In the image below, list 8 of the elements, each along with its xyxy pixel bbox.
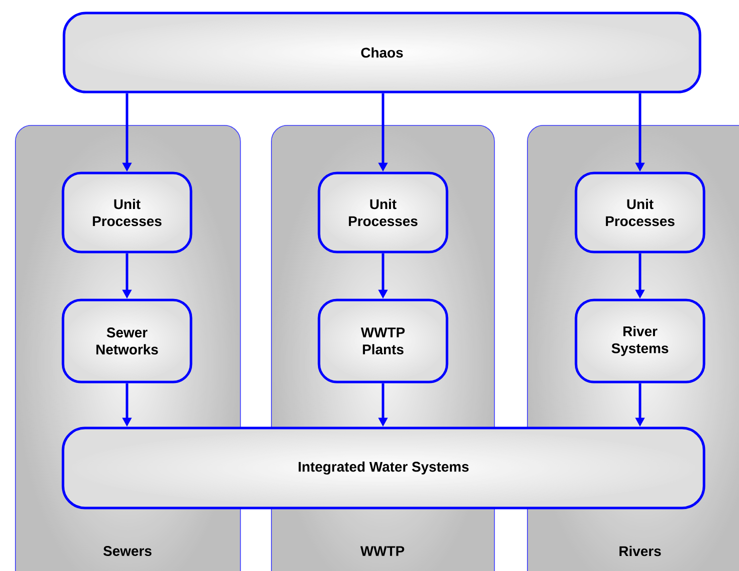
wide-box: Chaos (62, 12, 702, 94)
process-box: River Systems (574, 298, 706, 384)
process-box: WWTP Plants (318, 298, 448, 384)
process-box: Sewer Networks (62, 298, 192, 384)
wide-box: Integrated Water Systems (62, 426, 706, 510)
process-box: Unit Processes (574, 172, 706, 254)
process-box: Unit Processes (62, 172, 192, 254)
process-box: Unit Processes (318, 172, 448, 254)
